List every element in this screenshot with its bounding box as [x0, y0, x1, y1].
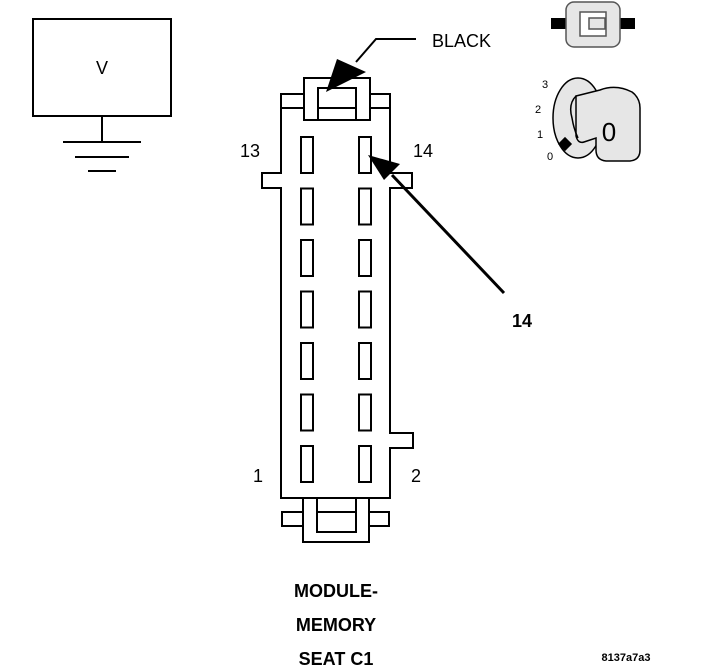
- voltmeter-symbol: V: [32, 18, 172, 117]
- pin-cavity: [358, 445, 372, 483]
- pin-label-1: 1: [253, 466, 263, 486]
- pin-cavity: [300, 239, 314, 277]
- connector-disconnected-icon: [551, 1, 635, 48]
- connector-body: [261, 77, 414, 543]
- ignition-key-icon: 0: [552, 77, 641, 162]
- pin-callout-label: 14: [512, 311, 532, 331]
- pin-cavity: [358, 393, 372, 432]
- pin-cavity: [300, 342, 314, 380]
- pin-cavity: [300, 290, 314, 329]
- pin-cavity: [300, 393, 314, 432]
- pin-cavity: [300, 445, 314, 483]
- voltmeter-label: V: [96, 58, 108, 78]
- connector-name-line-2: MEMORY: [296, 615, 376, 635]
- ignition-key-position: 0: [602, 117, 616, 147]
- connector-color-label: BLACK: [432, 31, 491, 51]
- ignition-position-2: 2: [535, 104, 541, 116]
- pin-cavity: [358, 342, 372, 380]
- pin-cavity: [358, 136, 372, 174]
- pin-callout-arrow: [368, 155, 506, 295]
- pin-label-2: 2: [411, 466, 421, 486]
- pin-cavity: [300, 136, 314, 174]
- pin-label-14: 14: [413, 141, 433, 161]
- color-callout-leader: [326, 38, 416, 92]
- figure-code: 8137a7a3: [602, 652, 651, 664]
- pin-label-13: 13: [240, 141, 260, 161]
- pin-cavity: [358, 187, 372, 226]
- ignition-position-3: 3: [542, 79, 548, 91]
- pin-cavity: [300, 187, 314, 226]
- pin-cavity: [358, 239, 372, 277]
- connector-name-line-1: MODULE-: [294, 581, 378, 601]
- ignition-position-0: 0: [547, 151, 553, 163]
- ignition-position-1: 1: [537, 129, 543, 141]
- ground-symbol: [63, 116, 141, 172]
- pin-cavity: [358, 290, 372, 329]
- connector-name-line-3: SEAT C1: [299, 649, 374, 669]
- pin-cavities: [300, 136, 372, 483]
